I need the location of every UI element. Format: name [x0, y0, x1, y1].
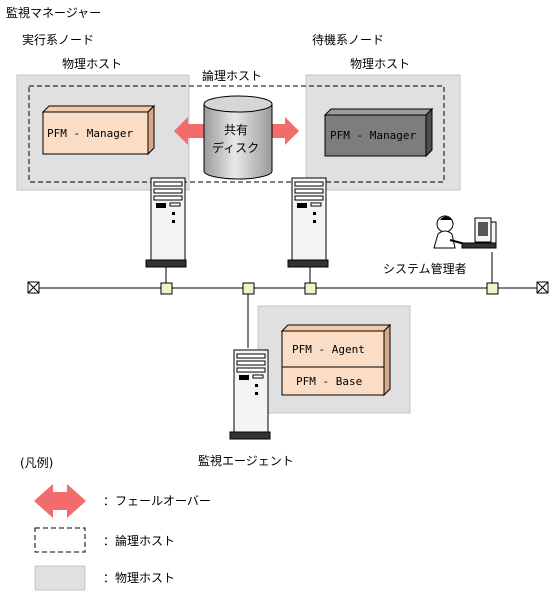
pfm-manager-active-text: PFM - Manager: [47, 127, 133, 140]
legend-logical-label: ：論理ホスト: [103, 533, 175, 548]
network-node-admin: [486, 282, 499, 295]
active-node-label: 実行系ノード: [22, 32, 94, 47]
physical-host-active-label: 物理ホスト: [62, 57, 122, 71]
network-node-agent: [242, 282, 255, 295]
server-standby-icon: [287, 177, 329, 268]
server-active-icon: [145, 177, 187, 268]
manager-title: 監視マネージャー: [6, 5, 101, 20]
legend-failover-label: ：フェールオーバー: [103, 494, 211, 508]
logical-host-label: 論理ホスト: [202, 68, 262, 83]
server-agent-icon: [229, 349, 271, 440]
pfm-base-text: PFM - Base: [296, 375, 362, 388]
pfm-manager-standby-text: PFM - Manager: [330, 129, 416, 142]
legend-failover-arrow-icon: [34, 484, 86, 518]
pfm-agent-box: PFM - Agent PFM - Base: [280, 323, 392, 397]
failover-arrow-right: [269, 117, 299, 145]
standby-node-label: 待機系ノード: [312, 32, 384, 47]
admin-person-icon: [433, 215, 466, 249]
legend-physical-label: ：物理ホスト: [103, 571, 175, 585]
network-terminator-right: [536, 281, 549, 294]
physical-host-standby-label: 物理ホスト: [350, 57, 410, 71]
agent-label: 監視エージェント: [198, 453, 294, 468]
shared-disk: 共有 ディスク: [203, 95, 273, 180]
admin-computer-icon: [461, 217, 497, 249]
shared-disk-line1: 共有: [224, 123, 248, 137]
shared-disk-line2: ディスク: [212, 140, 259, 155]
admin-label: システム管理者: [383, 261, 467, 276]
network-node-standby: [304, 282, 317, 295]
network-terminator-left: [27, 281, 40, 294]
legend-title: (凡例): [20, 456, 53, 470]
legend-physical-swatch: [34, 565, 86, 591]
legend-logical-swatch: [34, 527, 86, 553]
pfm-manager-standby-box: PFM - Manager: [323, 107, 434, 158]
network-node-active: [160, 282, 173, 295]
pfm-agent-text: PFM - Agent: [292, 343, 365, 356]
pfm-manager-active-box: PFM - Manager: [41, 104, 156, 156]
failover-arrow-left: [174, 117, 204, 145]
